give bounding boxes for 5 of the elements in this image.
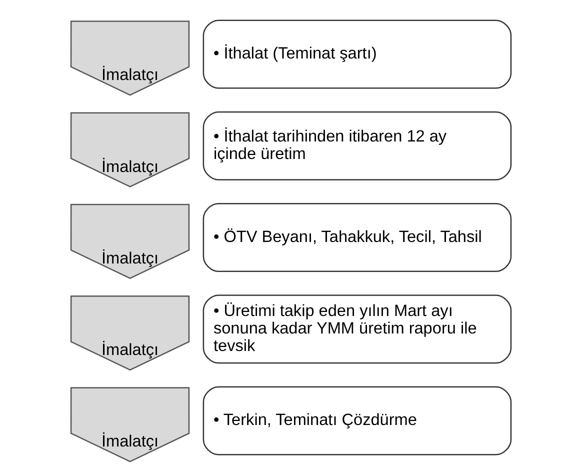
node-box: • İthalat tarihinden itibaren 12 ay içinde üretim: [202, 111, 512, 180]
node-box: • Üretimi takip eden yılın Mart ayı sonuna kadar YMM üretim raporu ile tevsik: [202, 294, 512, 364]
node-box: • Terkin, Teminatı Çözdürme: [202, 386, 512, 456]
node-box: • ÖTV Beyanı, Tahakkuk, Tecil, Tahsil: [202, 202, 512, 272]
node-box: • İthalat (Teminat şartı): [202, 20, 512, 89]
